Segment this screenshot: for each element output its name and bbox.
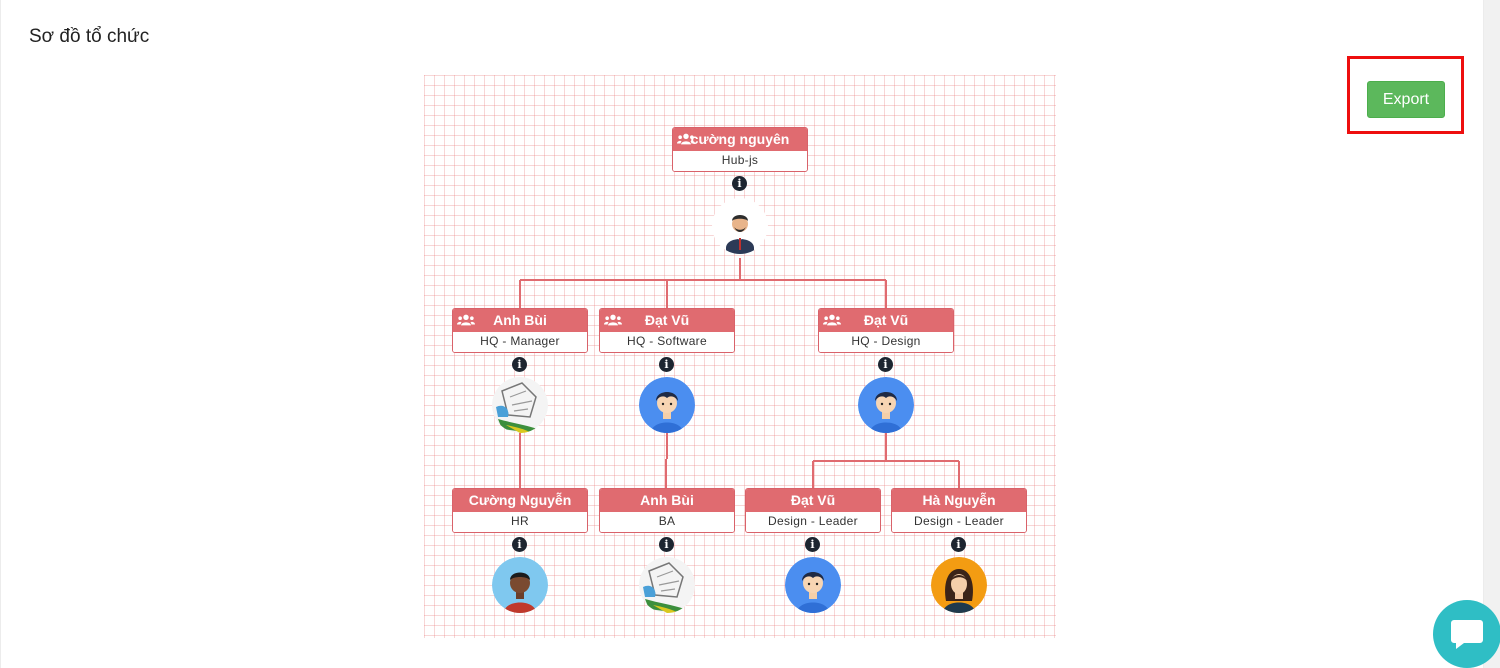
node-title: Hub-js xyxy=(673,151,807,171)
info-icon[interactable]: i xyxy=(732,176,747,191)
chat-icon xyxy=(1451,620,1483,649)
org-node-anh-bui-ba[interactable]: Anh Bùi BA i xyxy=(599,488,735,613)
dark-boy-avatar xyxy=(492,557,548,613)
scrollbar[interactable] xyxy=(1484,0,1500,668)
businessman-avatar xyxy=(712,198,768,254)
node-title: HQ - Manager xyxy=(453,332,587,352)
org-node-cuong-nguyen-hr[interactable]: Cường Nguyễn HR i xyxy=(452,488,588,613)
info-icon[interactable]: i xyxy=(659,357,674,372)
node-name: Anh Bùi xyxy=(493,312,547,328)
info-icon[interactable]: i xyxy=(512,357,527,372)
node-name: Cường Nguyễn xyxy=(468,492,572,508)
org-node-root[interactable]: cường nguyên Hub-js i xyxy=(672,127,808,254)
group-icon xyxy=(677,133,695,145)
export-button[interactable]: Export xyxy=(1367,81,1445,118)
group-icon xyxy=(823,314,841,326)
info-icon[interactable]: i xyxy=(951,537,966,552)
node-title: HQ - Design xyxy=(819,332,953,352)
node-name: Hà Nguyễn xyxy=(922,492,996,508)
node-name: Đạt Vũ xyxy=(863,312,909,328)
page-title: Sơ đồ tổ chức xyxy=(29,26,150,47)
node-title: Design - Leader xyxy=(892,512,1026,532)
info-icon[interactable]: i xyxy=(659,537,674,552)
sketch-photo-avatar xyxy=(639,557,695,613)
chat-widget-button[interactable] xyxy=(1433,600,1500,668)
org-node-ha-nguyen-leader[interactable]: Hà Nguyễn Design - Leader i xyxy=(891,488,1027,613)
group-icon xyxy=(457,314,475,326)
node-name: Anh Bùi xyxy=(640,492,694,508)
info-icon[interactable]: i xyxy=(805,537,820,552)
sketch-photo-avatar xyxy=(492,377,548,433)
org-node-dat-vu-software[interactable]: Đạt Vũ HQ - Software i xyxy=(599,308,735,433)
org-node-dat-vu-design[interactable]: Đạt Vũ HQ - Design i xyxy=(818,308,954,433)
info-icon[interactable]: i xyxy=(878,357,893,372)
export-highlight-box xyxy=(1347,56,1464,134)
node-title: Design - Leader xyxy=(746,512,880,532)
woman-avatar xyxy=(931,557,987,613)
group-icon xyxy=(604,314,622,326)
node-name: cường nguyên xyxy=(690,131,790,147)
blue-boy-avatar xyxy=(858,377,914,433)
node-title: HR xyxy=(453,512,587,532)
info-icon[interactable]: i xyxy=(512,537,527,552)
node-title: HQ - Software xyxy=(600,332,734,352)
connector-lines xyxy=(519,258,960,488)
blue-boy-avatar xyxy=(785,557,841,613)
node-name: Đạt Vũ xyxy=(644,312,690,328)
org-chart-canvas: cường nguyên Hub-js i Anh Bùi HQ - Manag… xyxy=(424,75,1056,638)
blue-boy-avatar xyxy=(639,377,695,433)
org-node-dat-vu-leader[interactable]: Đạt Vũ Design - Leader i xyxy=(745,488,881,613)
node-name: Đạt Vũ xyxy=(790,492,836,508)
org-node-anh-bui-manager[interactable]: Anh Bùi HQ - Manager i xyxy=(452,308,588,433)
node-title: BA xyxy=(600,512,734,532)
